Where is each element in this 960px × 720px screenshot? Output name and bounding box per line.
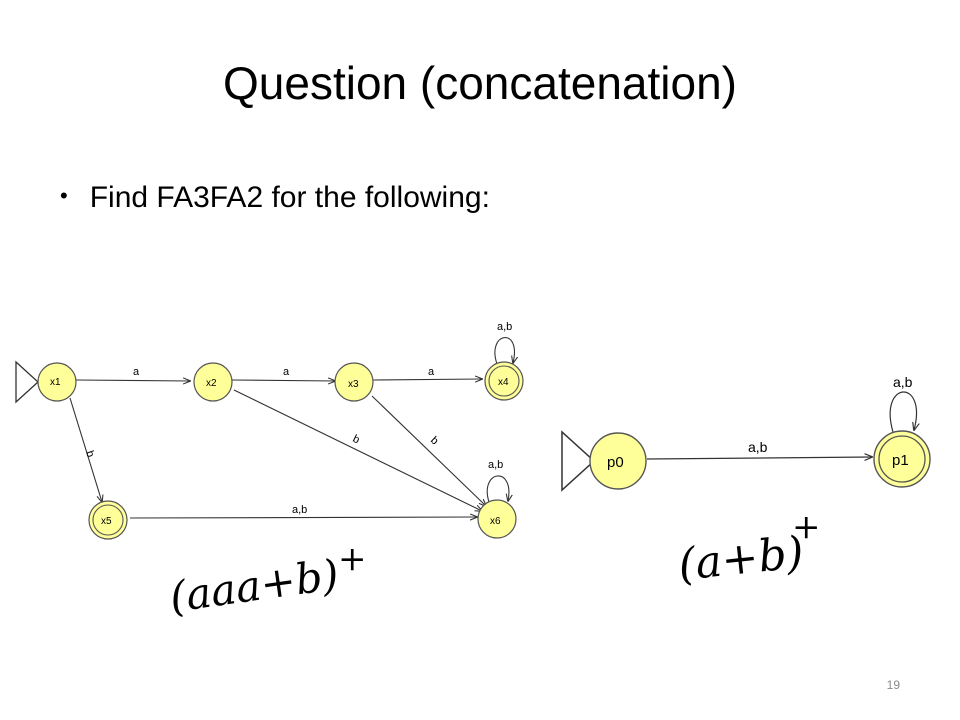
- loop-x6: [486, 475, 509, 502]
- slide-title: Question (concatenation): [223, 57, 737, 109]
- state-x5: x5: [88, 500, 128, 540]
- edge-label-x1-x5: b: [83, 449, 96, 459]
- svg-text:p0: p0: [607, 454, 624, 471]
- svg-text:x4: x4: [498, 377, 509, 388]
- edge-label-x2-x6: b: [351, 433, 362, 446]
- svg-text:p1: p1: [892, 452, 909, 469]
- handwritten-expression-right: (a+b): [676, 527, 806, 591]
- svg-text:x1: x1: [50, 377, 61, 388]
- state-x4: x4: [484, 361, 524, 401]
- svg-text:x2: x2: [206, 378, 217, 389]
- edge-x5-x6: [129, 517, 477, 518]
- edge-label-x6-loop: a,b: [488, 459, 503, 471]
- bullet-text: Find FA3FA2 for the following:: [89, 181, 490, 214]
- edge-x1-x5: [69, 397, 102, 502]
- page-number: 19: [886, 678, 900, 692]
- bullet-item: • Find FA3FA2 for the following:: [60, 180, 490, 216]
- start-arrow-icon: [561, 430, 596, 492]
- loop-x4: [494, 337, 515, 364]
- state-x1: x1: [37, 362, 77, 402]
- edge-label-x1-x2: a: [133, 366, 140, 378]
- state-x2: x2: [193, 362, 233, 402]
- svg-text:x3: x3: [348, 379, 359, 390]
- fa-right: a,b a,b p0 p1 (a+b) +: [561, 374, 931, 591]
- edge-label-x2-x3: a: [283, 366, 290, 378]
- handwritten-superscript-left: +: [338, 539, 367, 579]
- edge-x2-x3: [231, 380, 335, 381]
- loop-p1: [889, 391, 916, 433]
- svg-text:x6: x6: [490, 516, 501, 527]
- edge-x1-x2: [75, 380, 190, 381]
- edge-label-x3-x4: a: [428, 366, 435, 378]
- handwritten-superscript-right: +: [792, 507, 821, 547]
- edge-label-x3-x6: b: [428, 434, 441, 447]
- edge-x3-x4: [372, 379, 482, 380]
- start-arrow-icon: [15, 360, 39, 404]
- handwritten-expression-left: (aaa+b): [167, 550, 342, 622]
- state-x6: x6: [477, 499, 517, 539]
- edge-label-x4-loop: a,b: [497, 321, 512, 333]
- edge-label-x5-x6: a,b: [292, 504, 307, 516]
- state-p0: p0: [589, 432, 647, 490]
- bullet-icon: •: [60, 182, 68, 208]
- svg-text:x5: x5: [101, 516, 112, 527]
- edge-p0-p1: [646, 457, 872, 459]
- edge-label-p1-loop: a,b: [893, 374, 913, 390]
- state-x3: x3: [334, 362, 374, 402]
- state-p1: p1: [873, 430, 931, 488]
- edge-x2-x6: [233, 389, 482, 511]
- edge-label-p0-p1: a,b: [748, 439, 768, 455]
- fa-left: a a a b b b a,b a,b a,b x1 x2 x3: [15, 321, 524, 622]
- edge-x3-x6: [371, 395, 486, 506]
